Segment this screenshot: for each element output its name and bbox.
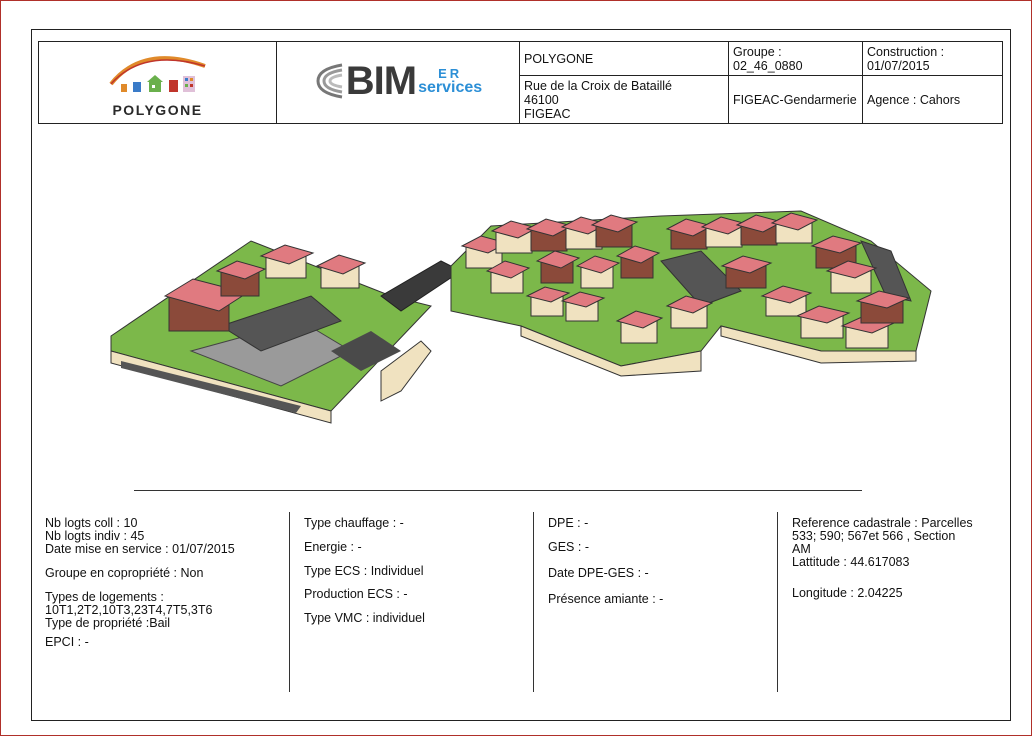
type-chauffage: Type chauffage : - — [304, 516, 404, 530]
epci: EPCI : - — [45, 635, 89, 649]
org-name: POLYGONE — [524, 51, 594, 66]
section-divider — [134, 490, 862, 491]
column-separator — [533, 512, 534, 692]
agence: Agence : Cahors — [867, 92, 961, 107]
info-column-diagnostics: DPE : - GES : - Date DPE-GES : - Présenc… — [548, 517, 663, 606]
production-ecs: Production ECS : - — [304, 587, 408, 601]
houses-right — [665, 212, 911, 349]
ref-cadastrale-line2: 533; 590; 567et 566 , Section — [792, 529, 956, 543]
column-separator — [289, 512, 290, 692]
groupe-label: Groupe : — [733, 44, 782, 59]
energie: Energie : - — [304, 540, 362, 554]
groupe-value: 02_46_0880 — [733, 58, 803, 73]
houses-middle — [460, 214, 714, 344]
construction-cell: Construction : 01/07/2015 — [862, 41, 1003, 76]
bimer-logo-text: BIM — [345, 59, 417, 103]
types-logements-label: Types de logements : — [45, 590, 164, 604]
type-vmc: Type VMC : individuel — [304, 611, 425, 625]
address-line1: Rue de la Croix de Bataillé — [524, 78, 672, 93]
polygone-logo-cell: POLYGONE — [38, 41, 277, 124]
longitude: Longitude : 2.04225 — [792, 586, 903, 600]
type-propriete: Type de propriété :Bail — [45, 616, 171, 630]
site-name: FIGEAC-Gendarmerie — [733, 92, 857, 107]
address-cell: Rue de la Croix de Bataillé 46100 FIGEAC — [519, 75, 729, 124]
info-column-general: Nb logts coll : 10 Nb logts indiv : 45 D… — [45, 517, 235, 649]
groupe-copropriete: Groupe en copropriété : Non — [45, 566, 204, 580]
bimer-services-text: services — [418, 79, 483, 96]
ref-cadastrale-line1: Reference cadastrale : Parcelles — [792, 516, 973, 530]
address-line2: 46100 — [524, 92, 559, 107]
date-dpe-ges: Date DPE-GES : - — [548, 566, 649, 580]
ref-cadastrale-line3: AM — [792, 542, 811, 556]
bimer-logo-cell: BIM ER services — [276, 41, 520, 124]
nb-logts-indiv: Nb logts indiv : 45 — [45, 529, 145, 543]
ges: GES : - — [548, 540, 589, 554]
left-block — [110, 240, 432, 424]
groupe-cell: Groupe : 02_46_0880 — [728, 41, 863, 76]
info-column-location: Reference cadastrale : Parcelles 533; 59… — [792, 517, 973, 600]
construction-label: Construction : — [867, 44, 945, 59]
bimer-globe-icon — [316, 63, 343, 99]
bimer-logo: BIM ER services — [314, 61, 482, 101]
dpe: DPE : - — [548, 516, 589, 530]
org-name-cell: POLYGONE — [519, 41, 729, 76]
construction-value: 01/07/2015 — [867, 58, 930, 73]
types-logements-value: 10T1,2T2,10T3,23T4,7T5,3T6 — [45, 603, 213, 617]
polygone-logo-icon — [108, 56, 206, 92]
site-name-cell: FIGEAC-Gendarmerie — [728, 75, 863, 124]
date-mise-service: Date mise en service : 01/07/2015 — [45, 542, 235, 556]
residence-3d-illustration — [110, 210, 932, 424]
column-separator — [777, 512, 778, 692]
page-frame — [31, 29, 1011, 721]
header-table: POLYGONE BIM ER services POLY — [38, 41, 1003, 124]
bimer-er-text: ER — [438, 66, 463, 81]
agence-cell: Agence : Cahors — [862, 75, 1003, 124]
nb-logts-coll: Nb logts coll : 10 — [45, 516, 138, 530]
info-column-energy: Type chauffage : - Energie : - Type ECS … — [304, 517, 425, 625]
latitude: Lattitude : 44.617083 — [792, 555, 910, 569]
presence-amiante: Présence amiante : - — [548, 592, 664, 606]
type-ecs: Type ECS : Individuel — [304, 564, 424, 578]
address-line3: FIGEAC — [524, 106, 571, 121]
polygone-logo-text: POLYGONE — [112, 102, 203, 118]
